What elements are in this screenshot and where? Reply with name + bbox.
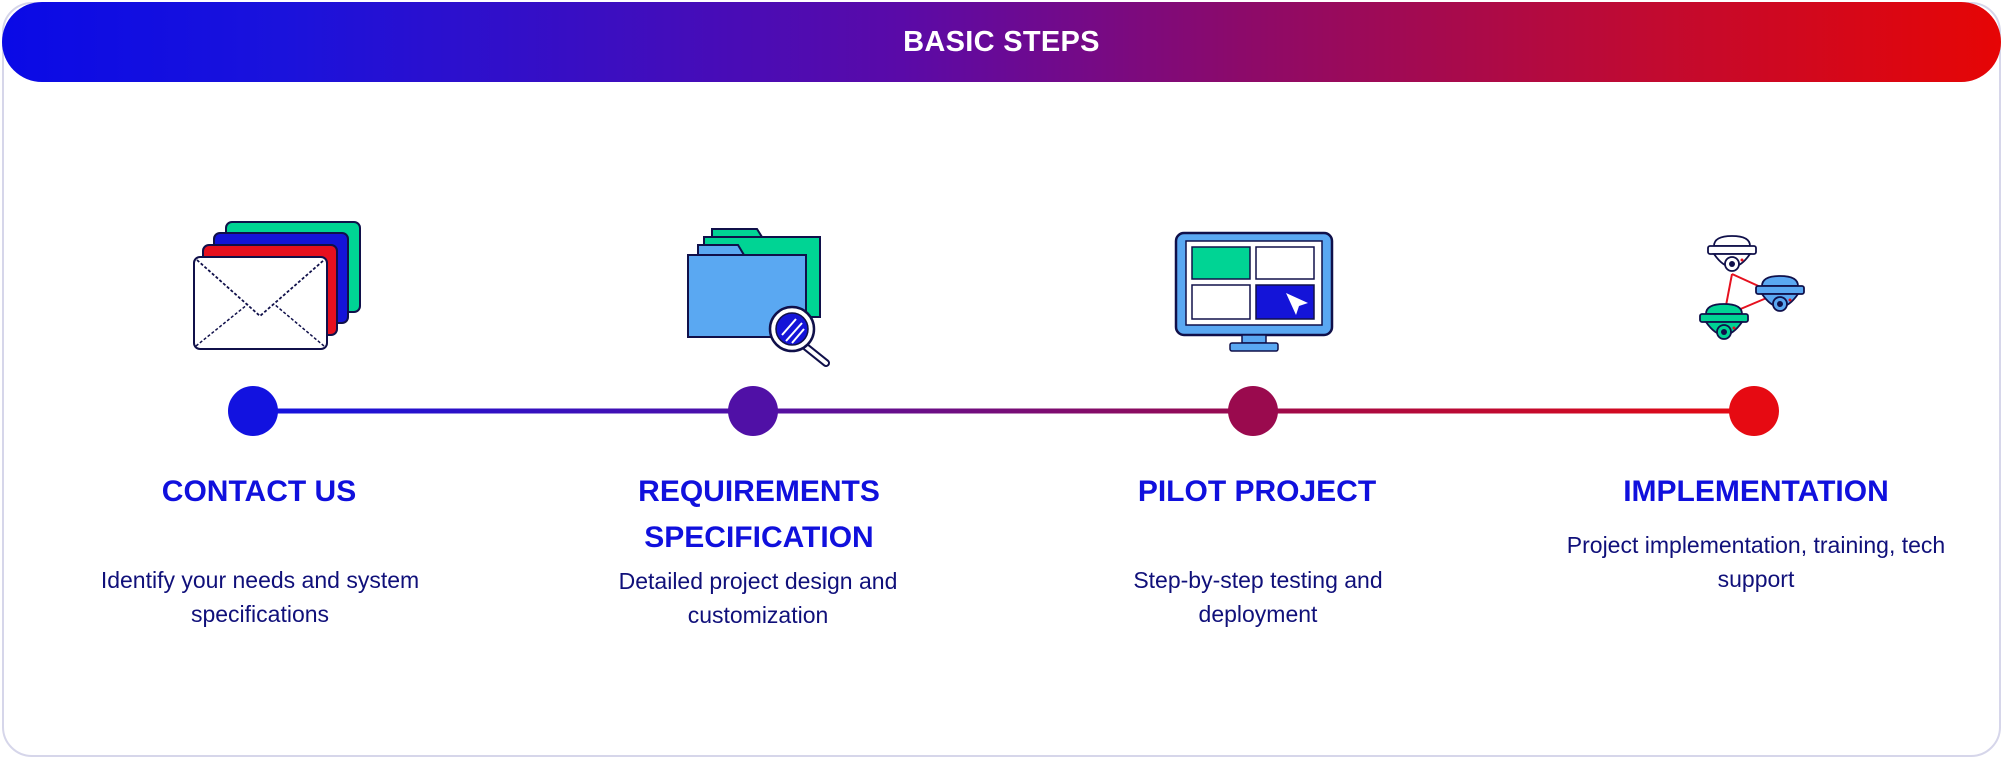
camera-network-icon <box>1688 234 1824 356</box>
step-marker-1 <box>228 386 278 436</box>
header-banner: BASIC STEPS <box>2 2 2001 82</box>
step-desc-contact-us: Identify your needs and system specifica… <box>100 567 420 627</box>
folder-magnifier-icon <box>684 225 834 367</box>
step-marker-2 <box>728 386 778 436</box>
step-desc-implementation: Project implementation, training, tech s… <box>1566 532 1946 592</box>
step-marker-3 <box>1228 386 1278 436</box>
step-title-contact-us: CONTACT US <box>161 475 357 508</box>
step-title-pilot-project: PILOT PROJECT <box>1137 475 1377 508</box>
step-desc-pilot-project: Step-by-step testing and deployment <box>1133 567 1383 627</box>
monitor-dashboard-icon <box>1174 231 1334 353</box>
step-title-implementation: IMPLEMENTATION <box>1623 475 1889 508</box>
step-desc-requirements-specification: Detailed project design and customizatio… <box>618 568 898 628</box>
envelope-stack-icon <box>190 218 365 358</box>
page-title: BASIC STEPS <box>903 25 1100 58</box>
step-marker-4 <box>1729 386 1779 436</box>
step-title-requirements-specification: REQUIREMENTS SPECIFICATION <box>638 475 880 554</box>
